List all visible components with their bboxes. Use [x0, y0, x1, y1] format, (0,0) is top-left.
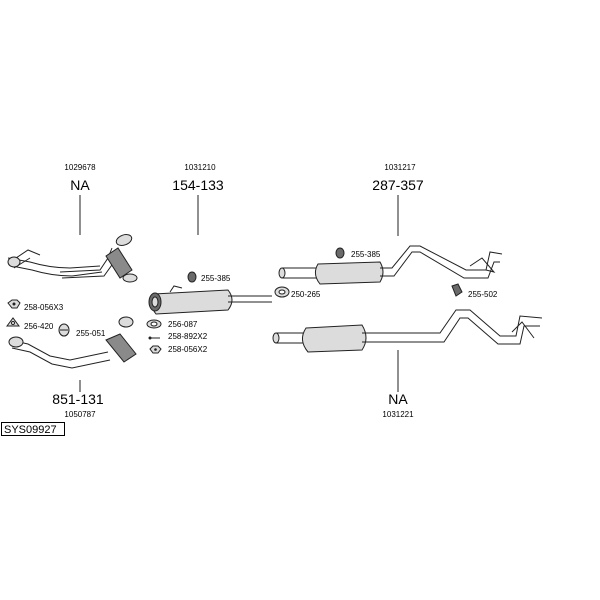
clamp-icon: [58, 323, 70, 337]
group-code-4: 1050787: [64, 410, 96, 419]
gasket-icon: [6, 317, 20, 327]
system-id-label: SYS09927: [1, 422, 65, 436]
part-label-hanger-1: 255-385: [201, 274, 231, 283]
middle-muffler: [148, 285, 272, 315]
group-code-3: 1031217: [384, 163, 416, 172]
part-label-nut-2: 258-056X2: [168, 345, 208, 354]
group-number-5: NA: [388, 391, 408, 407]
part-label-hanger-2: 255-385: [351, 250, 381, 259]
hanger-icon: [451, 283, 463, 297]
rear-muffler-lower: [272, 309, 543, 353]
clamp-icon: [274, 286, 290, 298]
front-pipe-upper: [7, 234, 138, 283]
group-number-2: 154-133: [172, 177, 224, 193]
front-pipe-lower: [8, 316, 137, 369]
hanger-icon: [335, 247, 345, 259]
part-label-nut-1: 258-056X3: [24, 303, 64, 312]
part-label-bolt: 258-892X2: [168, 332, 208, 341]
bolt-icon: [148, 336, 160, 340]
nut-icon: [7, 299, 21, 309]
gasket-icon: [146, 319, 162, 329]
group-code-1: 1029678: [64, 163, 96, 172]
part-label-gasket-2: 256-087: [168, 320, 198, 329]
group-code-5: 1031221: [382, 410, 414, 419]
hanger-icon: [187, 271, 197, 283]
part-label-clamp-2: 250-265: [291, 290, 321, 299]
part-label-gasket-1: 256-420: [24, 322, 54, 331]
part-label-clamp-1: 255-051: [76, 329, 106, 338]
group-number-4: 851-131: [52, 391, 104, 407]
group-code-2: 1031210: [184, 163, 216, 172]
group-number-3: 287-357: [372, 177, 424, 193]
part-label-hanger-3: 255-502: [468, 290, 498, 299]
nut-icon: [149, 345, 162, 354]
group-number-1: NA: [70, 177, 90, 193]
rear-muffler-upper: [278, 245, 503, 285]
